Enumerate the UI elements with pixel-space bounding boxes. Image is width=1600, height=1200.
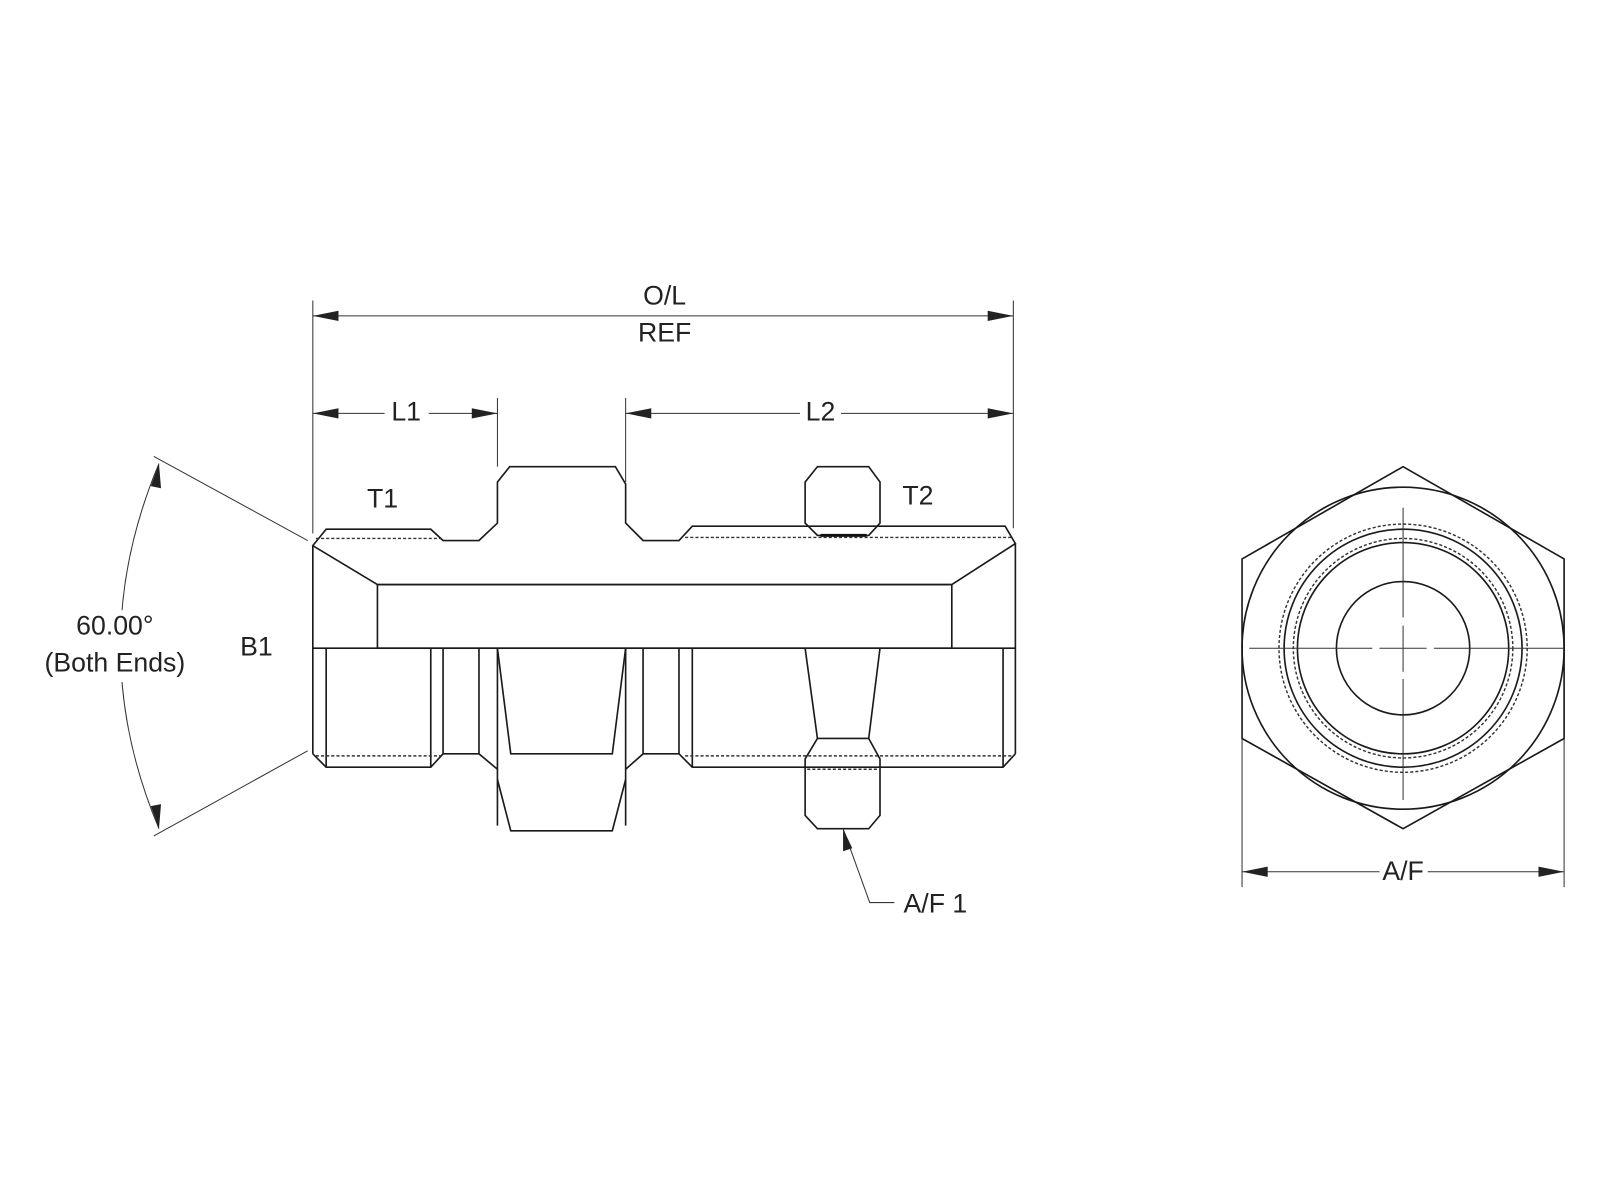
af-dimension: A/F	[1241, 738, 1565, 888]
overall-length-label: O/L	[643, 280, 686, 310]
l2-dimension: L2	[625, 396, 1014, 483]
af-label: A/F	[1382, 856, 1423, 886]
af1-callout: A/F 1	[842, 828, 968, 919]
angle-note: (Both Ends)	[44, 648, 185, 678]
fitting-outer-view	[312, 648, 1016, 832]
l1-dimension: L1	[312, 396, 498, 467]
angle-label: 60.00°	[76, 611, 153, 641]
angle-dimension: 60.00° (Both Ends)	[25, 455, 308, 837]
l1-label: L1	[391, 396, 421, 426]
b1-label: B1	[240, 631, 273, 661]
l2-label: L2	[806, 396, 836, 426]
overall-length-dimension: O/L REF	[312, 280, 1014, 534]
o-ring-section	[804, 465, 881, 537]
af1-label: A/F 1	[904, 889, 968, 919]
t2-label: T2	[902, 480, 933, 510]
t1-label: T1	[367, 484, 398, 514]
fitting-section-view	[311, 465, 1017, 754]
overall-ref-label: REF	[638, 317, 691, 347]
end-view	[1241, 465, 1565, 830]
